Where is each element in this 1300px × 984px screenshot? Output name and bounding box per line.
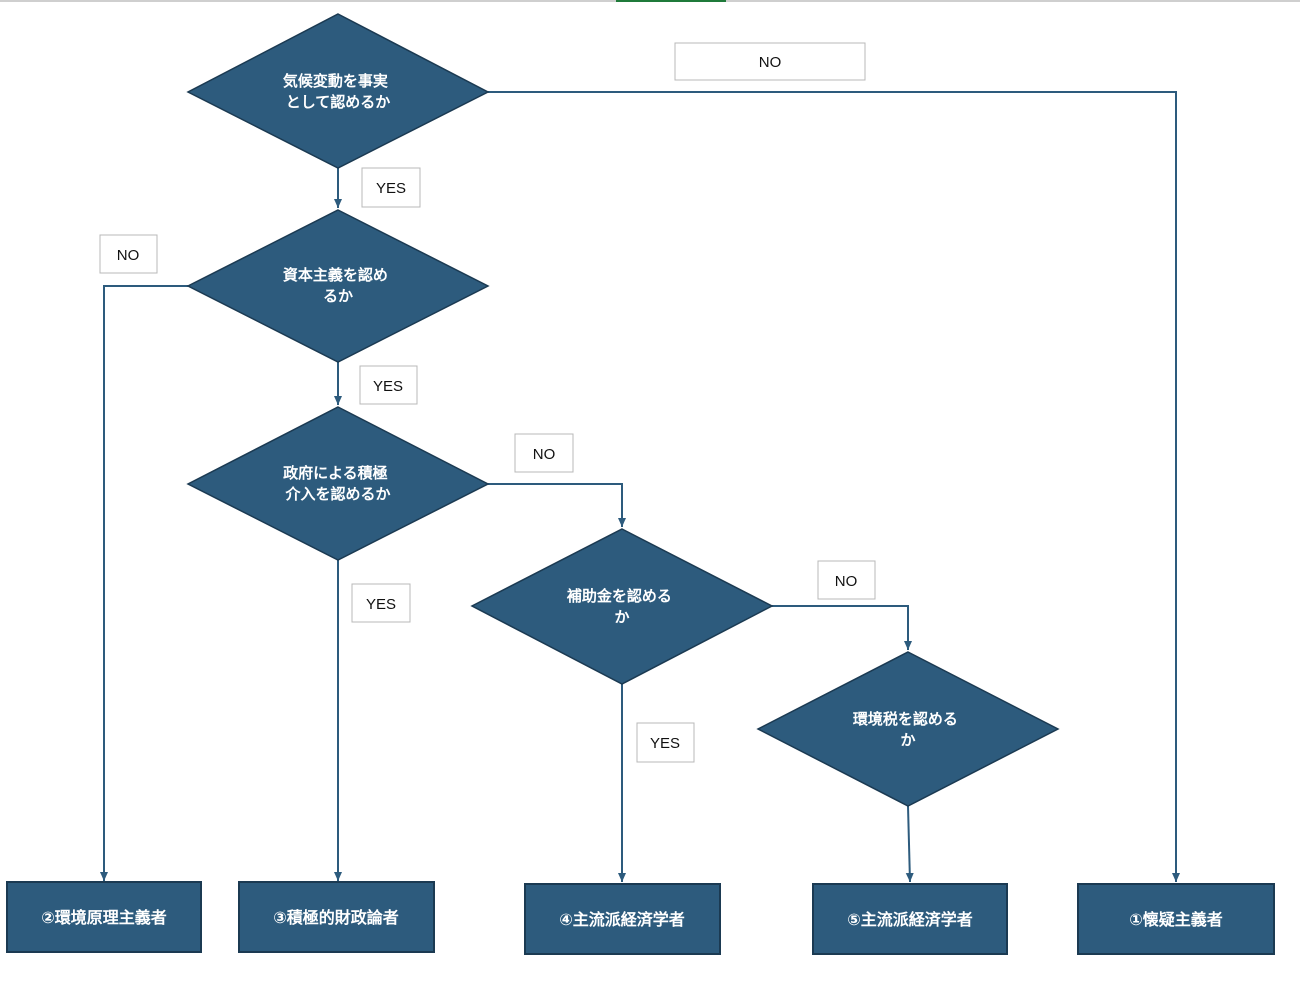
edge-label-subsidy-no: NO: [817, 560, 876, 600]
edge-label-capitalism-no: NO: [99, 234, 158, 274]
edge-label-text: NO: [533, 446, 556, 463]
result-box: [524, 883, 721, 955]
edge-label-government-no: NO: [514, 433, 574, 473]
decision-line: 気候変動を事実: [283, 72, 388, 90]
edge-label-climate-yes: YES: [361, 167, 421, 208]
decision-text: 資本主義を認め るか: [283, 266, 393, 305]
edge-label-text: YES: [650, 735, 680, 752]
edge-label-box: [674, 42, 866, 81]
edge-government-no: [488, 483, 626, 527]
decision-diamond: [470, 528, 774, 685]
result-label: ③積極的財政論者: [273, 908, 399, 927]
edge-label-box: [361, 167, 421, 208]
result-label: ②環境原理主義者: [41, 908, 167, 927]
decision-line: か: [900, 731, 915, 749]
edge-capitalism-no: [100, 285, 188, 881]
edge-label-climate-no: NO: [674, 42, 866, 81]
decision-text: 環境税を認める か: [853, 710, 963, 749]
edge-label-box: [359, 365, 418, 405]
result-active-fiscal-advocate: ③積極的財政論者: [238, 881, 435, 953]
edge-label-subsidy-yes: YES: [636, 722, 695, 763]
result-box: [6, 881, 202, 953]
decision-line: 補助金を認める: [566, 587, 672, 605]
edge-label-capitalism-yes: YES: [359, 365, 418, 405]
connectors: [100, 91, 1180, 883]
decision-diamond: [756, 651, 1060, 807]
result-label: ①懐疑主義者: [1129, 910, 1223, 929]
decision-line: 介入を認めるか: [284, 485, 390, 503]
edge-label-text: YES: [373, 378, 403, 395]
result-mainstream-economist-4: ④主流派経済学者: [524, 883, 721, 955]
edge-label-text: NO: [835, 573, 858, 590]
edge-label-text: YES: [366, 596, 396, 613]
edge-label-box: [817, 560, 876, 600]
edge-label-box: [636, 722, 695, 763]
decision-government: 政府による積極 介入を認めるか: [186, 406, 490, 561]
edge-label-government-yes: YES: [351, 583, 411, 623]
result-label: ④主流派経済学者: [559, 910, 685, 929]
result-skeptic: ①懐疑主義者: [1077, 883, 1275, 955]
edge-label-text: NO: [117, 247, 140, 264]
decision-capitalism: 資本主義を認め るか: [186, 209, 490, 363]
decision-line: 環境税を認める: [853, 710, 958, 728]
decision-line: として認めるか: [286, 93, 391, 111]
decision-diamond: [186, 406, 490, 561]
edge-label-text: YES: [376, 180, 406, 197]
result-box: [1077, 883, 1275, 955]
result-box: [812, 883, 1008, 955]
edge-climate-no: [488, 91, 1180, 882]
result-mainstream-economist-5: ⑤主流派経済学者: [812, 883, 1008, 955]
edge-label-box: [351, 583, 411, 623]
top-accent-bar: [616, 0, 726, 2]
decision-text: 補助金を認める か: [566, 587, 677, 626]
result-label: ⑤主流派経済学者: [847, 910, 973, 929]
decision-subsidy: 補助金を認める か: [470, 528, 774, 685]
decision-diamond: [186, 13, 490, 169]
decision-line: 政府による積極: [283, 464, 388, 482]
decision-envtax: 環境税を認める か: [756, 651, 1060, 807]
edge-envtax-out: [905, 805, 914, 883]
edge-subsidy-no: [772, 605, 912, 650]
decision-line: か: [614, 608, 629, 626]
decision-climate: 気候変動を事実 として認めるか: [186, 13, 490, 169]
edge-label-box: [514, 433, 574, 473]
edge-label-box: [99, 234, 158, 274]
decision-text: 気候変動を事実 として認めるか: [283, 72, 393, 111]
decision-text: 政府による積極 介入を認めるか: [283, 464, 393, 503]
decision-diamond: [186, 209, 490, 363]
edge-label-text: NO: [759, 54, 782, 71]
decision-line: るか: [323, 287, 353, 305]
result-box: [238, 881, 435, 953]
result-environmental-fundamentalist: ②環境原理主義者: [6, 881, 202, 953]
decision-line: 資本主義を認め: [283, 266, 388, 284]
